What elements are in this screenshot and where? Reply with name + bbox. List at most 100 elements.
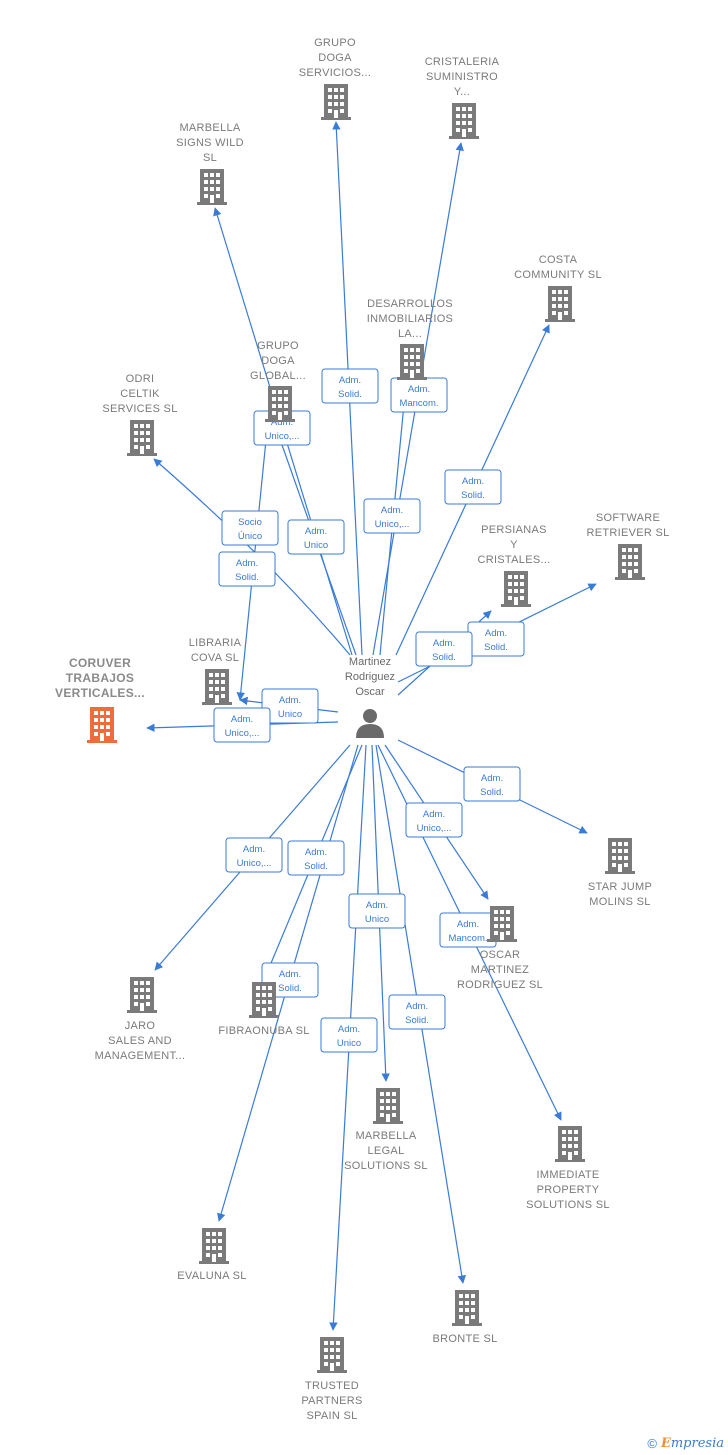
edge-label-desarrollos[interactable]: Adm. Mancom. [390, 377, 448, 413]
edge-label-text: Solid. [484, 642, 508, 653]
company-name-line: DOGA [261, 355, 295, 367]
company-node-fibraonuba[interactable]: FIBRAONUBA SL [218, 982, 309, 1037]
edge-label-marbella-signs[interactable]: Adm.Unico [287, 519, 345, 555]
edge-label-text: Solid. [432, 652, 456, 663]
edge-label-text: Solid. [278, 983, 302, 994]
brand-logo[interactable]: Empresia [661, 1436, 724, 1451]
building-icon [545, 286, 575, 322]
company-node-coruver[interactable]: CORUVERTRABAJOSVERTICALES... [55, 656, 145, 743]
edge-label-persianas[interactable]: Adm. Solid. [415, 631, 473, 667]
edge-label-text: Unico,... [265, 431, 300, 442]
edge-label-marbella-legal[interactable]: Adm.Unico [348, 893, 406, 929]
company-name-line: SL [203, 152, 217, 164]
company-name-line: VERTICALES... [55, 686, 145, 700]
building-icon [317, 1337, 347, 1373]
company-name-line: STAR JUMP [588, 881, 652, 893]
edge-label-box [261, 688, 319, 724]
edge-label-odri[interactable]: Adm.Solid. [218, 551, 276, 587]
building-icon [397, 344, 427, 380]
company-node-grupo-doga-global[interactable]: GRUPODOGAGLOBAL... [250, 340, 306, 422]
company-node-bronte[interactable]: BRONTE SL [432, 1290, 497, 1345]
edge-label-box [363, 498, 421, 534]
edge-label-box [225, 837, 283, 873]
company-node-persianas[interactable]: PERSIANASYCRISTALES... [477, 524, 550, 607]
company-name-line: SUMINISTRO [426, 71, 498, 83]
company-name-line: COSTA [539, 254, 578, 266]
edge-label-cristaleria[interactable]: Adm.Unico,... [363, 498, 421, 534]
edge-label-text: Único [238, 531, 262, 542]
edge-label-text: Adm. [305, 526, 327, 537]
edge-label-box [287, 519, 345, 555]
edge-label-box [320, 1017, 378, 1053]
company-name-line: GRUPO [314, 37, 356, 49]
edge-label-text: Adm. [279, 695, 301, 706]
person-icon [356, 709, 384, 738]
edge-label-libreria-cova[interactable]: Adm. Unico [261, 688, 319, 724]
building-icon [321, 84, 351, 120]
edge-label-fibraonuba[interactable]: Adm.Solid. [287, 840, 345, 876]
edge-label-costa-community[interactable]: Adm.Solid. [444, 469, 502, 505]
building-icon [605, 838, 635, 874]
company-name-line: ODRI [126, 373, 155, 385]
company-name-line: JARO [125, 1020, 156, 1032]
company-name-line: RETRIEVER SL [586, 527, 669, 539]
edge-label-text: Adm. [366, 900, 388, 911]
company-name-line: LIBRARIA [189, 637, 242, 649]
edge-label-text: Mancom. [399, 398, 438, 409]
edge-labels-layer: Adm.Solid.Adm.Unico,...Adm.UnicoAdm.Soli… [213, 368, 525, 1053]
building-icon [487, 906, 517, 942]
company-node-desarrollos[interactable]: DESARROLLOSINMOBILIARIOSLA... [367, 298, 453, 380]
edge-label-box [415, 631, 473, 667]
company-name-line: PARTNERS [301, 1395, 362, 1407]
building-icon [197, 169, 227, 205]
company-node-cristaleria[interactable]: CRISTALERIASUMINISTROY... [425, 56, 500, 139]
edge-label-bronte[interactable]: Adm.Solid. [388, 994, 446, 1030]
edge-label-text: Adm. [338, 1024, 360, 1035]
building-icon [199, 1228, 229, 1264]
edge-label-text: Unico [278, 709, 302, 720]
company-node-evaluna[interactable]: EVALUNA SL [177, 1228, 246, 1282]
edge-label-box [321, 368, 379, 404]
edge-label-trusted[interactable]: Adm.Unico [320, 1017, 378, 1053]
edge-label-box [221, 510, 279, 546]
edge-label-coruver[interactable]: Adm.Unico,... [213, 707, 271, 743]
brand-initial: E [660, 1436, 671, 1451]
company-name-line: IMMEDIATE [537, 1169, 600, 1181]
edge-label-box [444, 469, 502, 505]
edge-label-text: Adm. [305, 847, 327, 858]
edge-label-jaro[interactable]: Adm.Unico,... [225, 837, 283, 873]
company-name-line: SERVICIOS... [299, 67, 371, 79]
company-name-line: OSCAR [480, 949, 521, 961]
edge-label-oscar-martinez[interactable]: Adm.Unico,... [405, 802, 463, 838]
edge-label-text: Adm. [339, 375, 361, 386]
building-icon [501, 571, 531, 607]
building-icon [449, 103, 479, 139]
company-name-line: PROPERTY [537, 1184, 600, 1196]
edge-label-grupo-doga-servicios[interactable]: Adm.Solid. [321, 368, 379, 404]
edge-label-software-retriever[interactable]: Adm.Solid. [467, 621, 525, 657]
building-icon [127, 420, 157, 456]
edge-label-text: Adm. [433, 638, 455, 649]
company-name-line: INMOBILIARIOS [367, 313, 453, 325]
person-name-line: Rodriguez [345, 671, 395, 683]
building-icon [265, 386, 295, 422]
company-node-grupo-doga-servicios[interactable]: GRUPODOGASERVICIOS... [299, 37, 371, 120]
edge-label-text: Adm. [408, 384, 430, 395]
edge-label-box [348, 893, 406, 929]
edge-label-star-jump[interactable]: Adm.Solid. [463, 766, 521, 802]
edge-label-box [388, 994, 446, 1030]
edge-label-box [287, 840, 345, 876]
